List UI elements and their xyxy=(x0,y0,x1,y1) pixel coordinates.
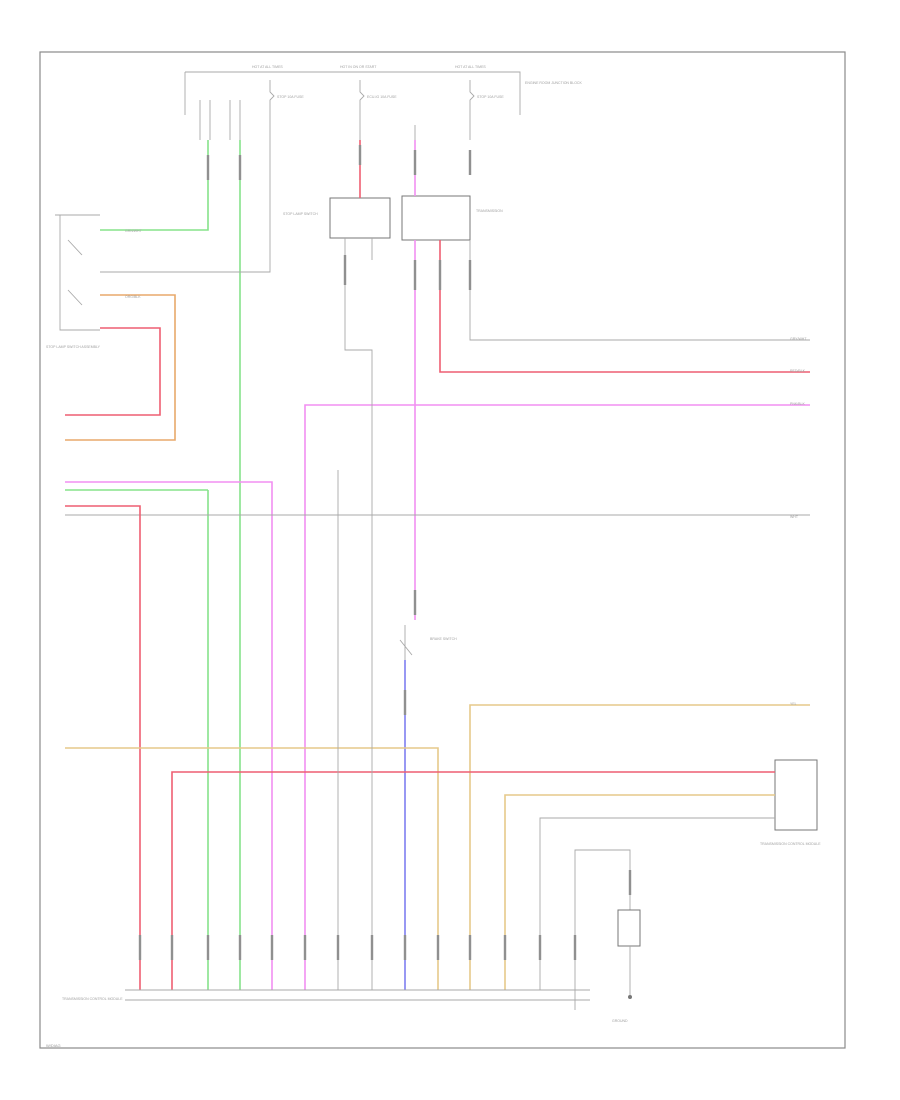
diagram-frame xyxy=(39,51,846,1049)
tcm-bottom-connector: TRANSMISSION CONTROL MODULE xyxy=(62,989,590,1001)
junction-block-label: ENGINE ROOM JUNCTION BLOCK xyxy=(525,81,582,85)
power-distribution: HOT AT ALL TIMES HOT IN ON OR START HOT … xyxy=(184,65,582,140)
relay-left: STOP LAMP SWITCH xyxy=(283,197,391,290)
wire-gray-2 xyxy=(469,240,810,341)
tcm-right-connector: TRANSMISSION CONTROL MODULE xyxy=(760,759,821,846)
wire-tag-org: ORG/BLK xyxy=(125,295,141,299)
relay-right-label: TRANSMISSION xyxy=(476,209,503,213)
fuse-label-1: STOP 10A FUSE xyxy=(277,95,304,99)
wire-orange-1 xyxy=(65,294,176,441)
wire-gray-5 xyxy=(344,290,373,990)
fuse-label-3: STOP 10A FUSE xyxy=(477,95,504,99)
wire-red-5 xyxy=(171,771,775,990)
wire-tag-red: RED/BLK xyxy=(790,369,806,373)
wire-pink-3 xyxy=(304,404,810,990)
wire-gray-1 xyxy=(100,140,271,273)
wire-red-4 xyxy=(65,505,141,990)
wire-yellow-2 xyxy=(469,704,810,990)
wire-yellow-1 xyxy=(65,747,439,990)
tcm-bottom-label: TRANSMISSION CONTROL MODULE xyxy=(62,997,123,1001)
wire-tag-pink: PNK/BLK xyxy=(790,402,805,406)
wire-tag-grn: GRN/WHT xyxy=(125,229,143,233)
relay-left-label: STOP LAMP SWITCH xyxy=(283,212,318,216)
stop-lamp-switch: STOP LAMP SWITCH ASSEMBLY xyxy=(46,214,101,349)
power-label-2: HOT IN ON OR START xyxy=(340,65,377,69)
wire-tag-wht: WHT xyxy=(790,515,799,519)
wire-tag-yel: YEL xyxy=(790,702,797,706)
brake-switch: BRAKE SWITCH xyxy=(399,625,457,660)
wire-yellow-3 xyxy=(504,794,775,990)
wire-green-1 xyxy=(100,140,209,231)
fuse-label-2: ECU-IG 10A FUSE xyxy=(367,95,397,99)
relay-right: TRANSMISSION xyxy=(401,195,503,241)
wire-red-3 xyxy=(439,240,810,373)
wire-pink-4 xyxy=(65,481,273,990)
stop-lamp-switch-label: STOP LAMP SWITCH ASSEMBLY xyxy=(46,345,101,349)
power-label-1: HOT AT ALL TIMES xyxy=(252,65,283,69)
footer-label: W/DIAG xyxy=(46,1043,61,1048)
wire-layer xyxy=(65,140,810,990)
tcm-right-label: TRANSMISSION CONTROL MODULE xyxy=(760,842,821,846)
brake-switch-label: BRAKE SWITCH xyxy=(430,637,457,641)
power-label-3: HOT AT ALL TIMES xyxy=(455,65,486,69)
wire-gray-4 xyxy=(539,817,775,990)
ground-label: GROUND xyxy=(612,1019,628,1023)
connector-layer xyxy=(138,145,632,960)
wire-tag-gray: GRY/WHT xyxy=(790,337,807,341)
wire-red-1 xyxy=(65,327,161,416)
